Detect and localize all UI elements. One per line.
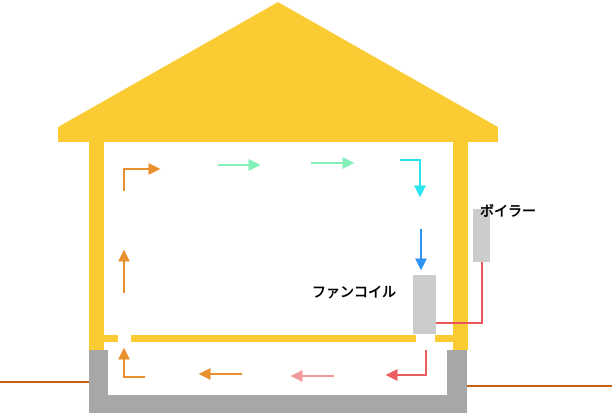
right-wall (453, 142, 468, 350)
airflow-arrow-under-floor-right (385, 350, 427, 381)
airflow-arrow-up-corner-lower-left (118, 347, 145, 378)
hot-water-pipe (436, 262, 483, 324)
floor-segment-right (435, 335, 453, 342)
airflow-arrow-top-left-corner (123, 163, 161, 191)
floor-segment-left (104, 335, 118, 342)
boiler-label: ボイラー (480, 204, 536, 220)
fan-coil-label: ファンコイル (312, 285, 396, 301)
roof (58, 2, 498, 142)
fan-coil-unit (413, 275, 436, 334)
left-wall (89, 142, 104, 350)
floor-segment-main (131, 335, 416, 342)
airflow-arrow-top-right-corner (400, 159, 426, 198)
boiler-unit (473, 209, 490, 262)
foundation (89, 350, 467, 413)
